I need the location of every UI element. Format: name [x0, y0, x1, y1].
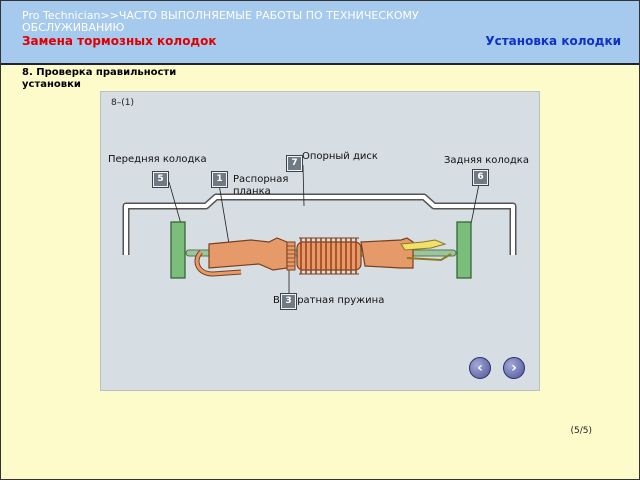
return-spring-coils: [300, 238, 357, 274]
rear-shoe: [456, 221, 472, 279]
label-front-shoe: Передняя колодка: [108, 154, 207, 165]
return-spring-body: [296, 241, 362, 271]
breadcrumb: Pro Technician>>ЧАСТО ВЫПОЛНЯЕМЫЕ РАБОТЫ…: [22, 9, 419, 34]
strut-right: [360, 237, 414, 269]
adjuster-wheel: [286, 241, 296, 271]
brake-assembly-diagram: [122, 164, 517, 294]
page-subtitle: Замена тормозных колодок: [22, 34, 217, 48]
badge-return-spring[interactable]: 3: [281, 294, 296, 309]
prev-button[interactable]: ‹: [469, 357, 491, 379]
badge-rear-shoe[interactable]: 6: [473, 170, 488, 185]
section-title: 8. Проверка правильности установки: [22, 67, 177, 90]
badge-front-shoe[interactable]: 5: [153, 172, 168, 187]
next-button[interactable]: ›: [503, 357, 525, 379]
label-rear-shoe: Задняя колодка: [444, 155, 529, 166]
label-strut: Распорная планка: [233, 174, 289, 197]
step-id: 8–(1): [111, 98, 134, 108]
badge-strut[interactable]: 1: [212, 172, 227, 187]
illustration-panel: 8–(1): [100, 91, 540, 391]
label-return-spring: Возвратная пружина: [273, 295, 385, 306]
page-counter: (5/5): [570, 426, 592, 436]
badge-support-disk[interactable]: 7: [287, 156, 302, 171]
label-support-disk: Опорный диск: [302, 151, 378, 162]
adjuster-lever: [400, 239, 447, 251]
strut-left: [208, 237, 288, 271]
front-shoe: [170, 221, 186, 279]
header: Pro Technician>>ЧАСТО ВЫПОЛНЯЕМЫЕ РАБОТЫ…: [1, 1, 639, 65]
step-title: Установка колодки: [485, 34, 621, 48]
